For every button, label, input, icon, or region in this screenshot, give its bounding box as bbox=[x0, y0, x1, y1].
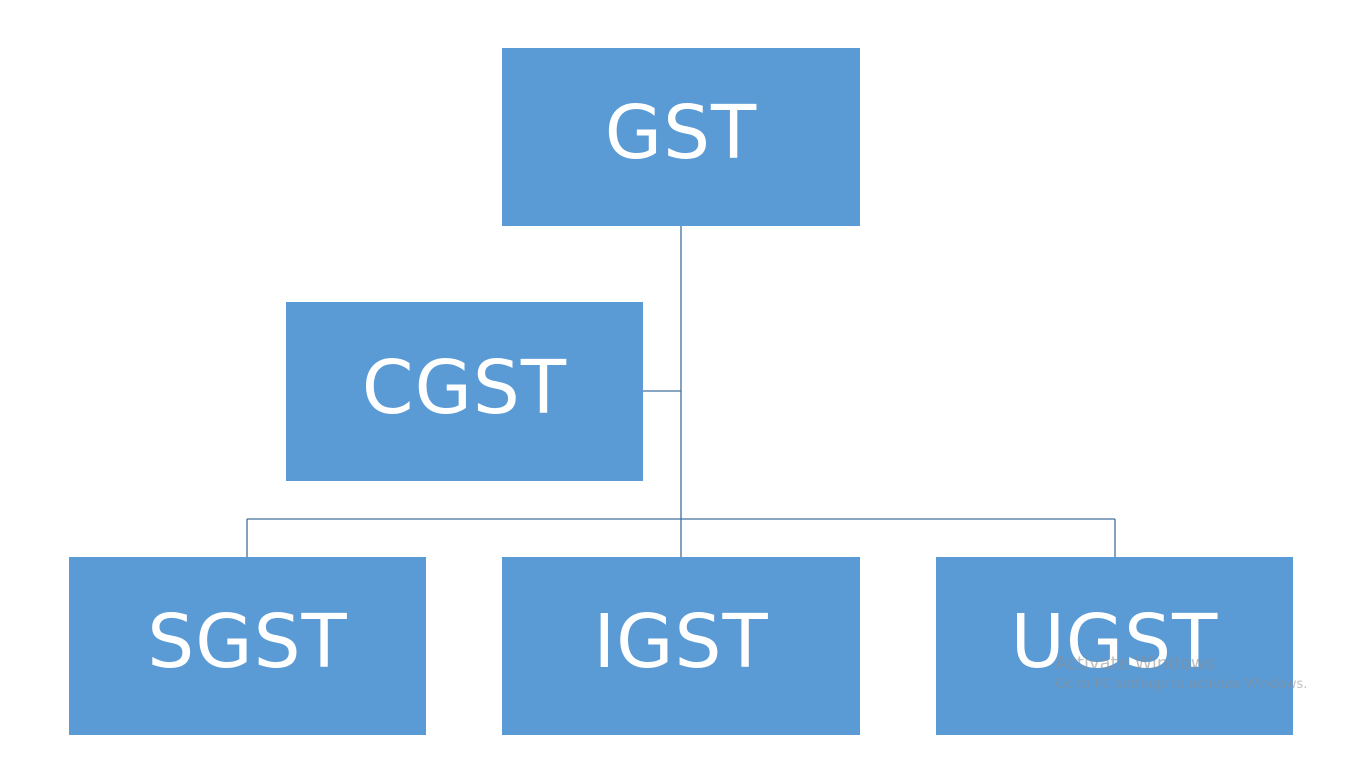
igst-label: IGST bbox=[593, 599, 769, 685]
ugst-label: UGST bbox=[1010, 599, 1219, 685]
activate-windows-watermark: Activate Windows Go to PC settings to ac… bbox=[1055, 652, 1307, 694]
ugst-box: UGST bbox=[936, 557, 1293, 735]
cgst-label: CGST bbox=[361, 344, 568, 431]
watermark-subtitle: Go to PC settings to activate Windows. bbox=[1055, 677, 1308, 693]
igst-box: IGST bbox=[502, 557, 860, 735]
cgst-box: CGST bbox=[286, 302, 643, 481]
gst-label: GST bbox=[604, 90, 758, 176]
gst-root-box: GST bbox=[502, 48, 860, 226]
sgst-label: SGST bbox=[147, 599, 348, 685]
watermark-title: Activate Windows bbox=[1055, 653, 1215, 674]
sgst-box: SGST bbox=[69, 557, 426, 735]
